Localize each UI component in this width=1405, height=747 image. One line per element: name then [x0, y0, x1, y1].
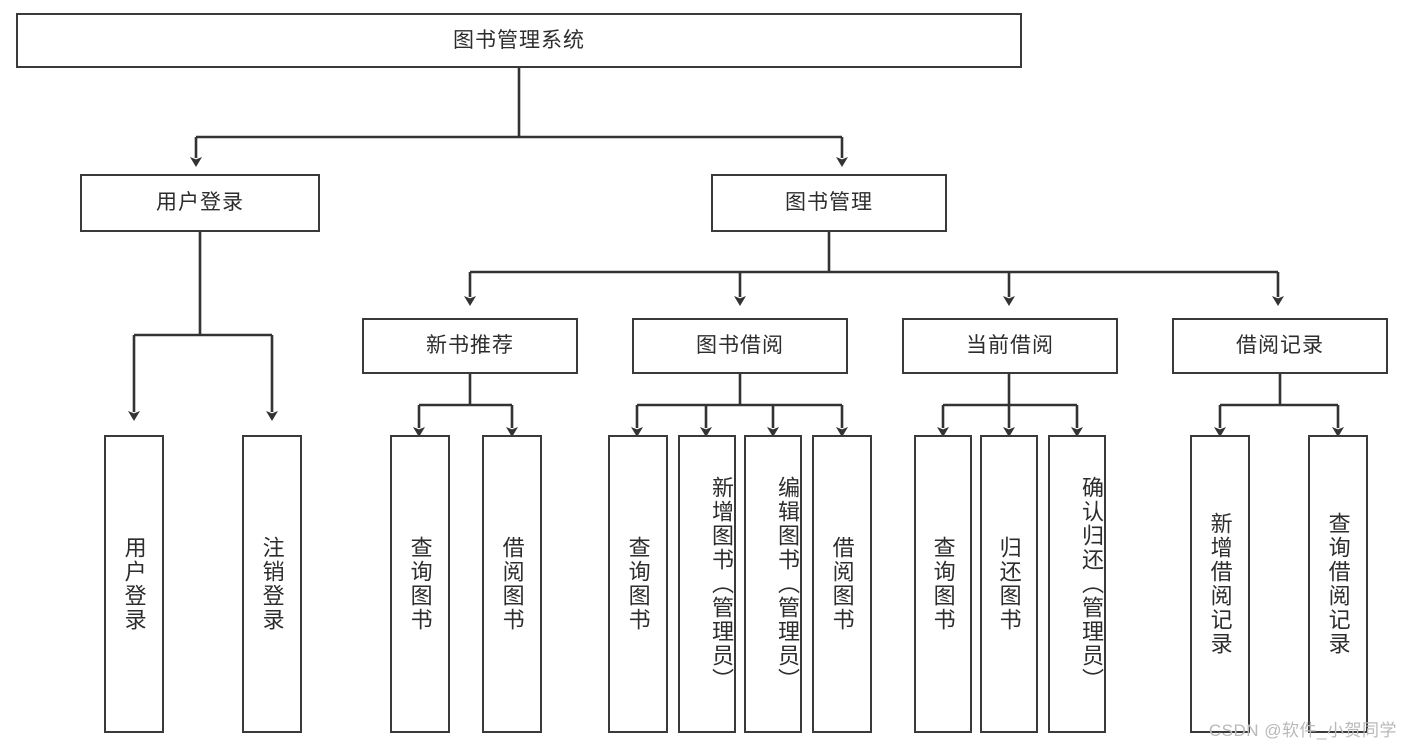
node-current-borrow[interactable]: 当前借阅 [902, 318, 1118, 374]
node-root[interactable]: 图书管理系统 [16, 13, 1022, 68]
node-current-borrow-label: 当前借阅 [966, 334, 1054, 358]
leaf-query-book-2-label: 查询图书 [625, 536, 651, 632]
leaf-query-book-3-label: 查询图书 [930, 536, 956, 632]
leaf-return-book-label: 归还图书 [996, 536, 1022, 632]
leaf-borrow-book-2[interactable]: 借阅图书 [812, 435, 872, 733]
leaf-user-logout[interactable]: 注销登录 [242, 435, 302, 733]
node-new-book-rec[interactable]: 新书推荐 [362, 318, 578, 374]
leaf-borrow-book-1[interactable]: 借阅图书 [482, 435, 542, 733]
watermark: CSDN @软件_小贺同学 [1208, 721, 1397, 740]
node-book-mgmt[interactable]: 图书管理 [711, 174, 947, 232]
leaf-confirm-return-label: 确认归还（管理员） [1079, 476, 1104, 692]
leaf-add-record[interactable]: 新增借阅记录 [1190, 435, 1250, 733]
leaf-return-book[interactable]: 归还图书 [980, 435, 1038, 733]
leaf-query-book-1[interactable]: 查询图书 [390, 435, 450, 733]
node-book-borrow-label: 图书借阅 [696, 334, 784, 358]
leaf-query-book-2[interactable]: 查询图书 [608, 435, 668, 733]
leaf-query-record[interactable]: 查询借阅记录 [1308, 435, 1368, 733]
node-new-book-rec-label: 新书推荐 [426, 334, 514, 358]
leaf-edit-book-label: 编辑图书（管理员） [775, 476, 800, 692]
leaf-add-record-label: 新增借阅记录 [1207, 512, 1233, 656]
node-user-login-label: 用户登录 [156, 191, 244, 215]
leaf-borrow-book-1-label: 借阅图书 [499, 536, 525, 632]
node-borrow-record-label: 借阅记录 [1236, 334, 1324, 358]
node-root-label: 图书管理系统 [453, 28, 585, 52]
leaf-user-login[interactable]: 用户登录 [104, 435, 164, 733]
leaf-add-book[interactable]: 新增图书（管理员） [678, 435, 736, 733]
node-user-login[interactable]: 用户登录 [80, 174, 320, 232]
node-borrow-record[interactable]: 借阅记录 [1172, 318, 1388, 374]
leaf-query-book-1-label: 查询图书 [407, 536, 433, 632]
leaf-edit-book[interactable]: 编辑图书（管理员） [744, 435, 802, 733]
leaf-user-login-label: 用户登录 [121, 536, 147, 632]
leaf-query-record-label: 查询借阅记录 [1325, 512, 1351, 656]
leaf-user-logout-label: 注销登录 [259, 536, 285, 632]
node-book-mgmt-label: 图书管理 [785, 191, 873, 215]
leaf-confirm-return[interactable]: 确认归还（管理员） [1048, 435, 1106, 733]
node-book-borrow[interactable]: 图书借阅 [632, 318, 848, 374]
leaf-query-book-3[interactable]: 查询图书 [914, 435, 972, 733]
leaf-borrow-book-2-label: 借阅图书 [829, 536, 855, 632]
leaf-add-book-label: 新增图书（管理员） [709, 476, 734, 692]
